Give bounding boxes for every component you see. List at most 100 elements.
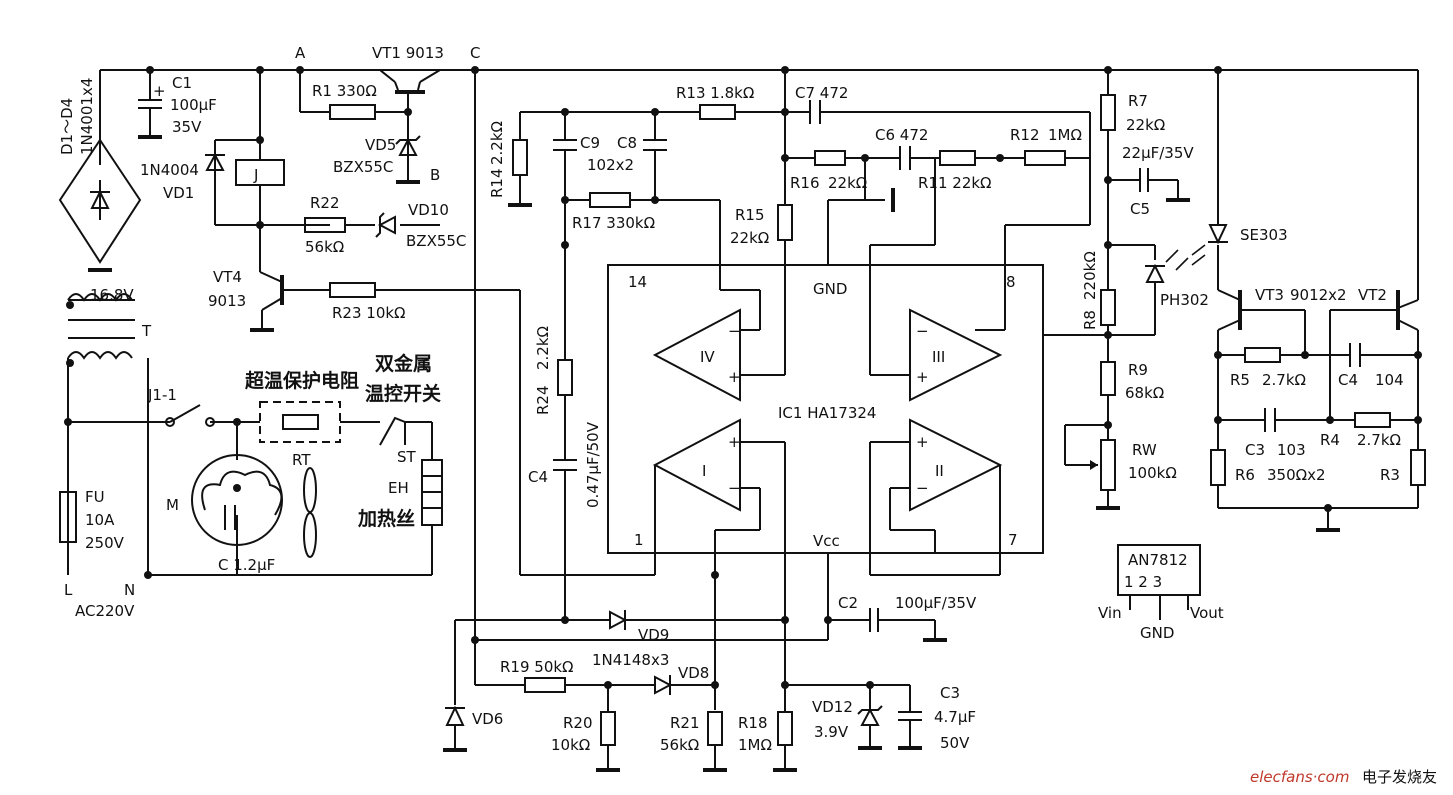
st-bimetal-switch <box>379 416 406 446</box>
c4-osc-val-label: 104 <box>1375 371 1404 389</box>
c8-label: C8 <box>617 134 637 152</box>
r5-ref-label: R5 <box>1230 371 1250 389</box>
vt3-label: VT3 <box>1255 286 1284 304</box>
motor-ref-label: M <box>166 496 179 514</box>
r12-val-label: 1MΩ <box>1048 126 1082 144</box>
ic-pin8-label: 8 <box>1006 273 1016 291</box>
amp-iii-label: III <box>932 348 945 366</box>
st-ref-label: ST <box>397 448 417 466</box>
amp-i-plus: + <box>728 433 741 451</box>
opamp-iv <box>652 308 741 402</box>
relay-coil <box>235 159 285 186</box>
amp-ii-plus: + <box>916 433 929 451</box>
r16-resistor <box>814 150 846 166</box>
c7-label: C7 472 <box>795 84 848 102</box>
r20-resistor <box>600 711 616 746</box>
vt4-part-label: 9013 <box>208 292 246 310</box>
bridge-part-label: 1N4001x4 <box>78 78 96 155</box>
fuse <box>59 491 77 543</box>
watermark-site: elecfans·com <box>1250 768 1349 786</box>
ic-pin1-label: 1 <box>634 531 644 549</box>
vd12-zener <box>860 707 880 726</box>
fuse-val1-label: 10A <box>85 511 115 529</box>
r4-val-label: 2.7kΩ <box>1357 431 1401 449</box>
line-l-label: L <box>64 581 73 599</box>
wires <box>58 69 1419 770</box>
r1-label: R1 330Ω <box>312 82 377 100</box>
node-c-label: C <box>470 44 480 62</box>
amp-iii-plus: + <box>916 368 929 386</box>
amp-ii-minus: − <box>916 479 929 497</box>
diode-parts-label: 1N4148x3 <box>592 651 669 669</box>
r15-resistor <box>777 204 793 241</box>
vd8-diode <box>654 675 673 695</box>
r11-label: R11 22kΩ <box>918 174 992 192</box>
r14-val-label: 2.2kΩ <box>488 121 506 165</box>
r9-val-label: 68kΩ <box>1125 384 1164 402</box>
r14-ref-label: R14 <box>488 168 506 198</box>
c4-osc-ref-label: C4 <box>1338 371 1358 389</box>
vd5-zener <box>398 137 418 156</box>
eh-name-label: 加热丝 <box>357 507 415 530</box>
vd5-ref-label: VD5 <box>365 136 396 154</box>
r24-resistor <box>557 359 573 396</box>
an7812-vout-label: Vout <box>1190 604 1224 622</box>
fan-blade-bottom <box>303 512 317 558</box>
ic-pin14-label: 14 <box>628 273 647 291</box>
vd9-diode <box>609 610 628 630</box>
rt-resistor <box>282 414 319 430</box>
vd10-part-label: BZX55C <box>406 232 466 250</box>
rt-title: 超温保护电阻 <box>244 369 359 392</box>
r3-resistor <box>1410 449 1426 486</box>
c9-label: C9 <box>580 134 600 152</box>
r16-val-label: 22kΩ <box>828 174 867 192</box>
vd1-diode <box>205 152 225 171</box>
r23-resistor <box>329 282 376 298</box>
r5-resistor <box>1244 347 1281 363</box>
r8-val-label: 220kΩ <box>1081 251 1099 300</box>
vd6-label: VD6 <box>472 710 503 728</box>
ic-pin7-label: 7 <box>1008 531 1018 549</box>
r15-ref-label: R15 <box>735 206 765 224</box>
r14-resistor <box>512 139 528 176</box>
r9-resistor <box>1100 361 1116 396</box>
c3-osc-ref-label: C3 <box>1245 441 1265 459</box>
amp-i-minus: − <box>728 479 741 497</box>
c4a-ref-label: C4 <box>528 468 548 486</box>
vd12-val-label: 3.9V <box>814 723 849 741</box>
relay-coil-label: J <box>253 166 258 184</box>
r19-resistor <box>524 677 566 693</box>
r3-ref-label: R3 <box>1380 466 1400 484</box>
r12-resistor <box>1024 150 1066 166</box>
r6-resistor <box>1210 449 1226 486</box>
vt2-label: VT2 <box>1358 286 1387 304</box>
amp-i-label: I <box>702 462 706 480</box>
fuse-val2-label: 250V <box>85 534 125 552</box>
r9-ref-label: R9 <box>1128 361 1148 379</box>
c3-osc-val-label: 103 <box>1277 441 1306 459</box>
vt4-ref-label: VT4 <box>213 268 242 286</box>
line-n-label: N <box>124 581 135 599</box>
vt1-label: VT1 9013 <box>372 44 444 62</box>
vd8-label: VD8 <box>678 664 709 682</box>
node-b-label: B <box>430 166 440 184</box>
r1-resistor <box>329 104 376 120</box>
motor-cap-label: C 1.2μF <box>218 556 275 574</box>
opamp-i <box>652 418 741 512</box>
r15-val-label: 22kΩ <box>730 229 769 247</box>
an7812-vin-label: Vin <box>1098 604 1122 622</box>
amp-iv-minus: − <box>728 322 741 340</box>
r22-resistor <box>304 217 346 233</box>
amp-iv-plus: + <box>728 368 741 386</box>
rw-ref-label: RW <box>1132 441 1157 459</box>
opamp-ii <box>909 418 1003 512</box>
c2-ref-label: C2 <box>838 594 858 612</box>
c1-ref-label: C1 <box>172 74 192 92</box>
r6-val-label: 350Ωx2 <box>1267 466 1326 484</box>
se303-led <box>1208 224 1228 245</box>
ic-name-label: IC1 HA17324 <box>778 404 876 422</box>
r4-resistor <box>1354 412 1391 428</box>
rt-ref-label: RT <box>292 451 311 469</box>
vd5-part-label: BZX55C <box>333 158 393 176</box>
